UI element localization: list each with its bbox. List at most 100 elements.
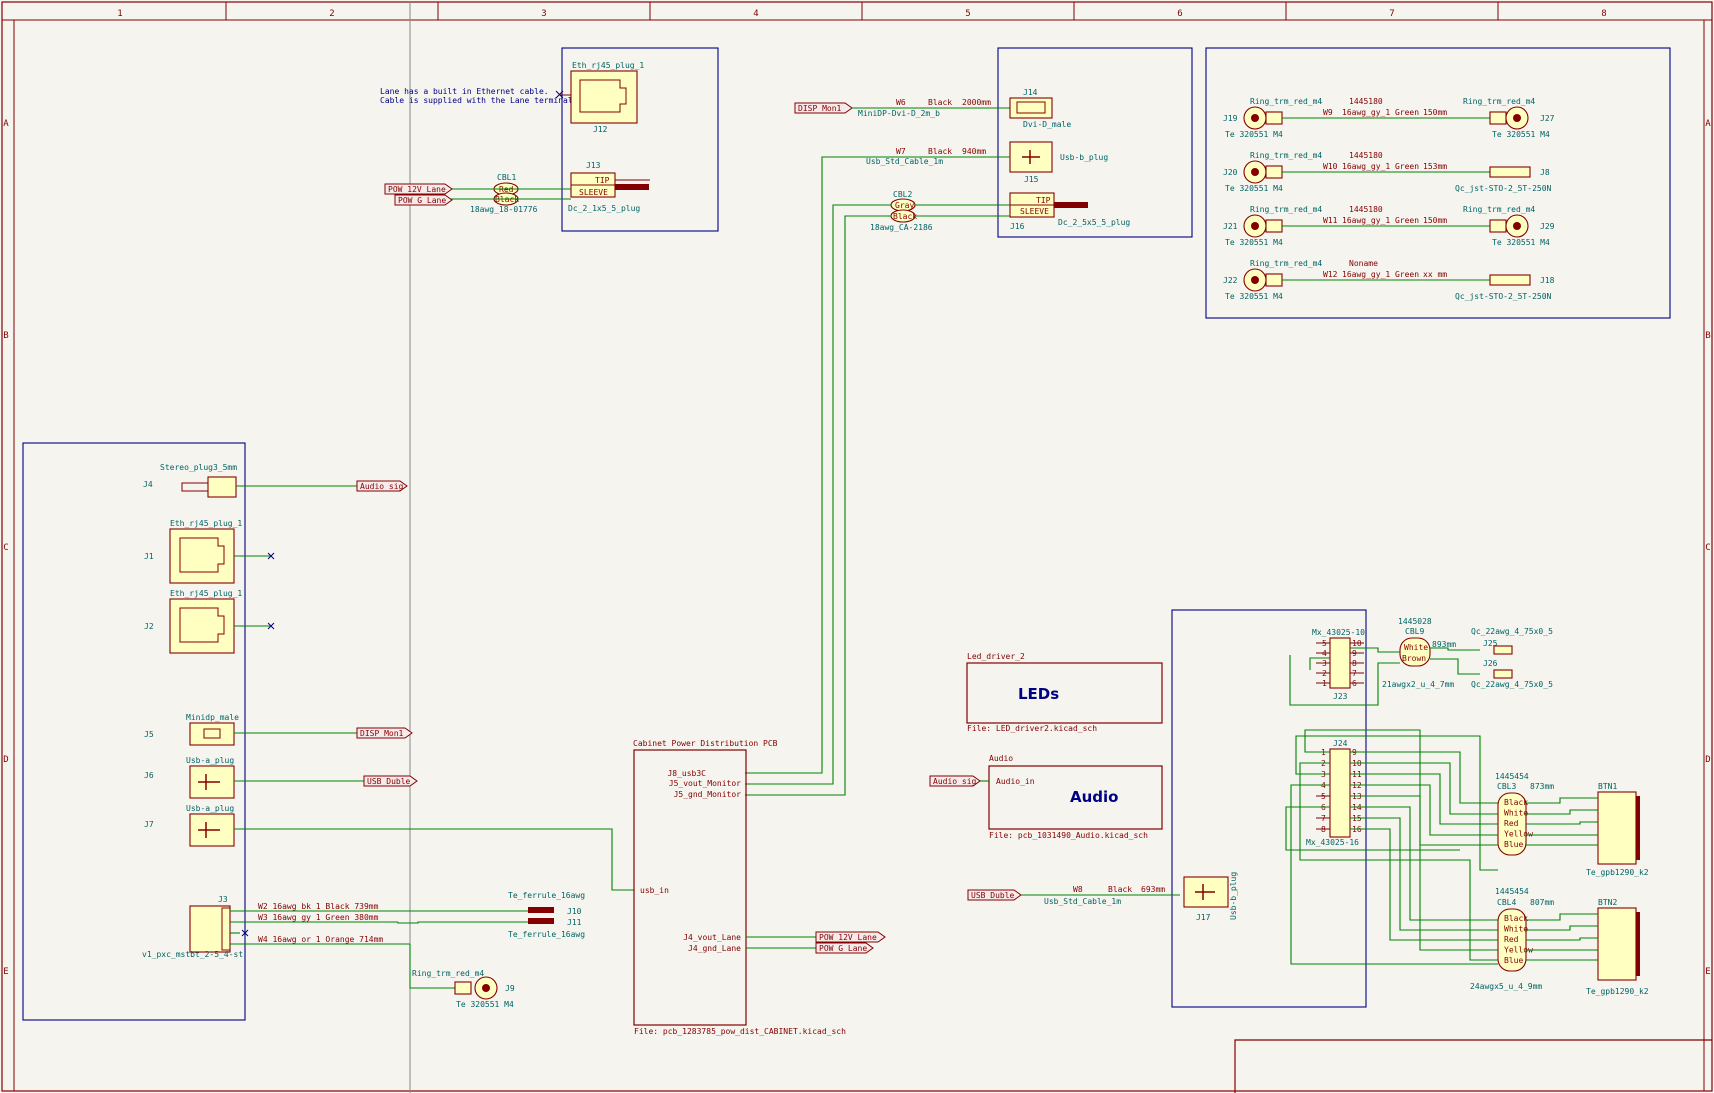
j17-usb-b-symbol[interactable] xyxy=(1183,876,1229,908)
j12-rj45-symbol[interactable] xyxy=(560,70,638,124)
j3-terminal-block-symbol[interactable] xyxy=(189,905,231,953)
j24-connector-body[interactable] xyxy=(1329,748,1351,838)
group-box-cabinet-left xyxy=(22,442,246,1021)
label-disp-mon1-top[interactable]: DISP_Mon1 xyxy=(794,102,853,114)
right-ref: J29 xyxy=(1540,222,1555,231)
j16-dc-plug-symbol[interactable] xyxy=(1009,192,1088,218)
label-audio-sig-sheet[interactable]: Audio_sig xyxy=(929,775,981,787)
j24-pin-left: 7 xyxy=(1321,814,1326,823)
w8-value: Usb_Std_Cable_1m xyxy=(1044,897,1121,906)
label-pow-g-lane-pcb[interactable]: POW_G_Lane xyxy=(815,942,874,954)
left-ring-value: Ring_trm_red_m4 xyxy=(1250,97,1322,106)
w8-ref: W8 xyxy=(1073,885,1083,894)
pcb-pin-usb-in: usb_in xyxy=(640,886,669,895)
svg-text:POW_12V_Lane: POW_12V_Lane xyxy=(388,185,446,194)
j2-value: Eth_rj45_plug_1 xyxy=(170,589,242,598)
cable-color-label: White xyxy=(1504,809,1528,818)
pcb-pin-gnd-lane: J4_gnd_Lane xyxy=(688,944,741,953)
j13-sleeve: SLEEVE xyxy=(579,188,608,197)
j10-j11-ferrule-symbols[interactable] xyxy=(528,907,554,924)
w6-ref: W6 xyxy=(896,98,906,107)
j9-ring-terminal-symbol[interactable] xyxy=(454,976,498,1000)
left-ring-ref: J20 xyxy=(1223,168,1238,177)
j1-value: Eth_rj45_plug_1 xyxy=(170,519,242,528)
right-sub: Te 320551 M4 xyxy=(1492,130,1550,139)
ferrule-value-bottom: Te_ferrule_16awg xyxy=(508,930,585,939)
wire-value: 16awg_gy_1 Green xyxy=(1342,162,1419,171)
pcb-sheet-box[interactable] xyxy=(633,749,747,1026)
label-usb-duble-left[interactable]: USB_Duble xyxy=(363,775,418,787)
svg-text:USB_Duble: USB_Duble xyxy=(971,891,1015,900)
j5-minidp-symbol[interactable] xyxy=(189,722,235,746)
j26-value: Qc_22awg_4_75x0_5 xyxy=(1471,680,1553,689)
cbl4-part: 1445454 xyxy=(1495,887,1529,896)
label-usb-duble-right[interactable]: USB_Duble xyxy=(967,889,1022,901)
cbl2-value: 18awg_CA-2186 xyxy=(870,223,933,232)
label-pow-g-lane[interactable]: POW_G_Lane xyxy=(394,194,453,206)
btn1-button-symbol[interactable] xyxy=(1597,791,1637,865)
j25-value: Qc_22awg_4_75x0_5 xyxy=(1471,627,1553,636)
j23-connector-body[interactable] xyxy=(1329,637,1351,689)
btn2-button-symbol[interactable] xyxy=(1597,907,1637,981)
pcb-file: File: pcb_1283785_pow_dist_CABINET.kicad… xyxy=(634,1027,846,1036)
cbl2-cable-symbol[interactable] xyxy=(890,198,916,223)
pcb-pin-usb3c: J8_usb3C xyxy=(667,769,706,778)
j25-j26-quick-connect-symbols[interactable] xyxy=(1493,645,1513,679)
j15-ref: J15 xyxy=(1024,175,1039,184)
group-box-usb-buttons xyxy=(1171,609,1367,1008)
j23-pin-right: 9 xyxy=(1352,649,1357,658)
frame-col-label: 1 xyxy=(117,9,122,19)
j15-usb-b-symbol[interactable] xyxy=(1009,141,1053,173)
cbl9-brown: Brown xyxy=(1402,654,1426,663)
frame-row-label-right: A xyxy=(1705,119,1711,129)
right-quick-connect-icon xyxy=(1489,274,1531,286)
wire-value: 16awg_gy_1 Green xyxy=(1342,216,1419,225)
group-box-ring-terminals xyxy=(1205,47,1671,319)
j23-pin-left: 4 xyxy=(1322,649,1327,658)
j14-dvi-symbol[interactable] xyxy=(1009,97,1053,119)
j5-value: Minidp_male xyxy=(186,713,239,722)
j7-usb-a-symbol[interactable] xyxy=(189,813,235,847)
frame-col-label: 2 xyxy=(329,9,334,19)
j12-value: Eth_rj45_plug_1 xyxy=(572,61,644,70)
w8-color: Black xyxy=(1108,885,1132,894)
j23-pin-right: 8 xyxy=(1352,659,1357,668)
wire-ref: W10 xyxy=(1323,162,1338,171)
j6-value: Usb-a_plug xyxy=(186,756,234,765)
j23-value: Mx_43025-10 xyxy=(1312,628,1365,637)
audio-sheet-box[interactable] xyxy=(988,765,1163,830)
wire-partno: 1445180 xyxy=(1349,205,1383,214)
j17-value: Usb-b_plug xyxy=(1229,872,1238,920)
cable-color-label: Red xyxy=(1504,935,1519,944)
j2-rj45-symbol[interactable] xyxy=(169,598,235,654)
j24-ref: J24 xyxy=(1333,739,1348,748)
label-pow-12v-lane[interactable]: POW_12V_Lane xyxy=(384,183,453,195)
left-ring-sub: Te 320551 M4 xyxy=(1225,184,1283,193)
label-pow-12v-lane-pcb[interactable]: POW_12V_Lane xyxy=(815,931,886,943)
j13-dc-plug-symbol[interactable] xyxy=(570,172,650,198)
right-ref: J27 xyxy=(1540,114,1555,123)
j6-usb-a-symbol[interactable] xyxy=(189,765,235,799)
j4-stereo-plug-symbol[interactable] xyxy=(181,476,237,498)
btn2-value: Te_gpb1290_k2 xyxy=(1586,987,1649,996)
right-sub: Qc_jst-STO-2_5T-250N xyxy=(1455,184,1552,193)
right-ring-value: Ring_trm_red_m4 xyxy=(1463,205,1535,214)
frame-col-label: 7 xyxy=(1389,9,1394,19)
right-ref: J8 xyxy=(1540,168,1550,177)
label-audio-sig-left[interactable]: Audio_sig xyxy=(356,480,408,492)
wire-value: 16awg_gy_1 Green xyxy=(1342,270,1419,279)
frame-col-label: 5 xyxy=(965,9,970,19)
cbl2-gray: Gray xyxy=(895,201,914,210)
left-ring-value: Ring_trm_red_m4 xyxy=(1250,151,1322,160)
label-disp-mon1-left[interactable]: DISP_Mon1 xyxy=(356,727,413,739)
j1-rj45-symbol[interactable] xyxy=(169,528,235,584)
led-sheet-box[interactable] xyxy=(966,662,1163,724)
left-ring-sub: Te 320551 M4 xyxy=(1225,130,1283,139)
j23-pin-right: 6 xyxy=(1352,679,1357,688)
frame-col-label: 6 xyxy=(1177,9,1182,19)
